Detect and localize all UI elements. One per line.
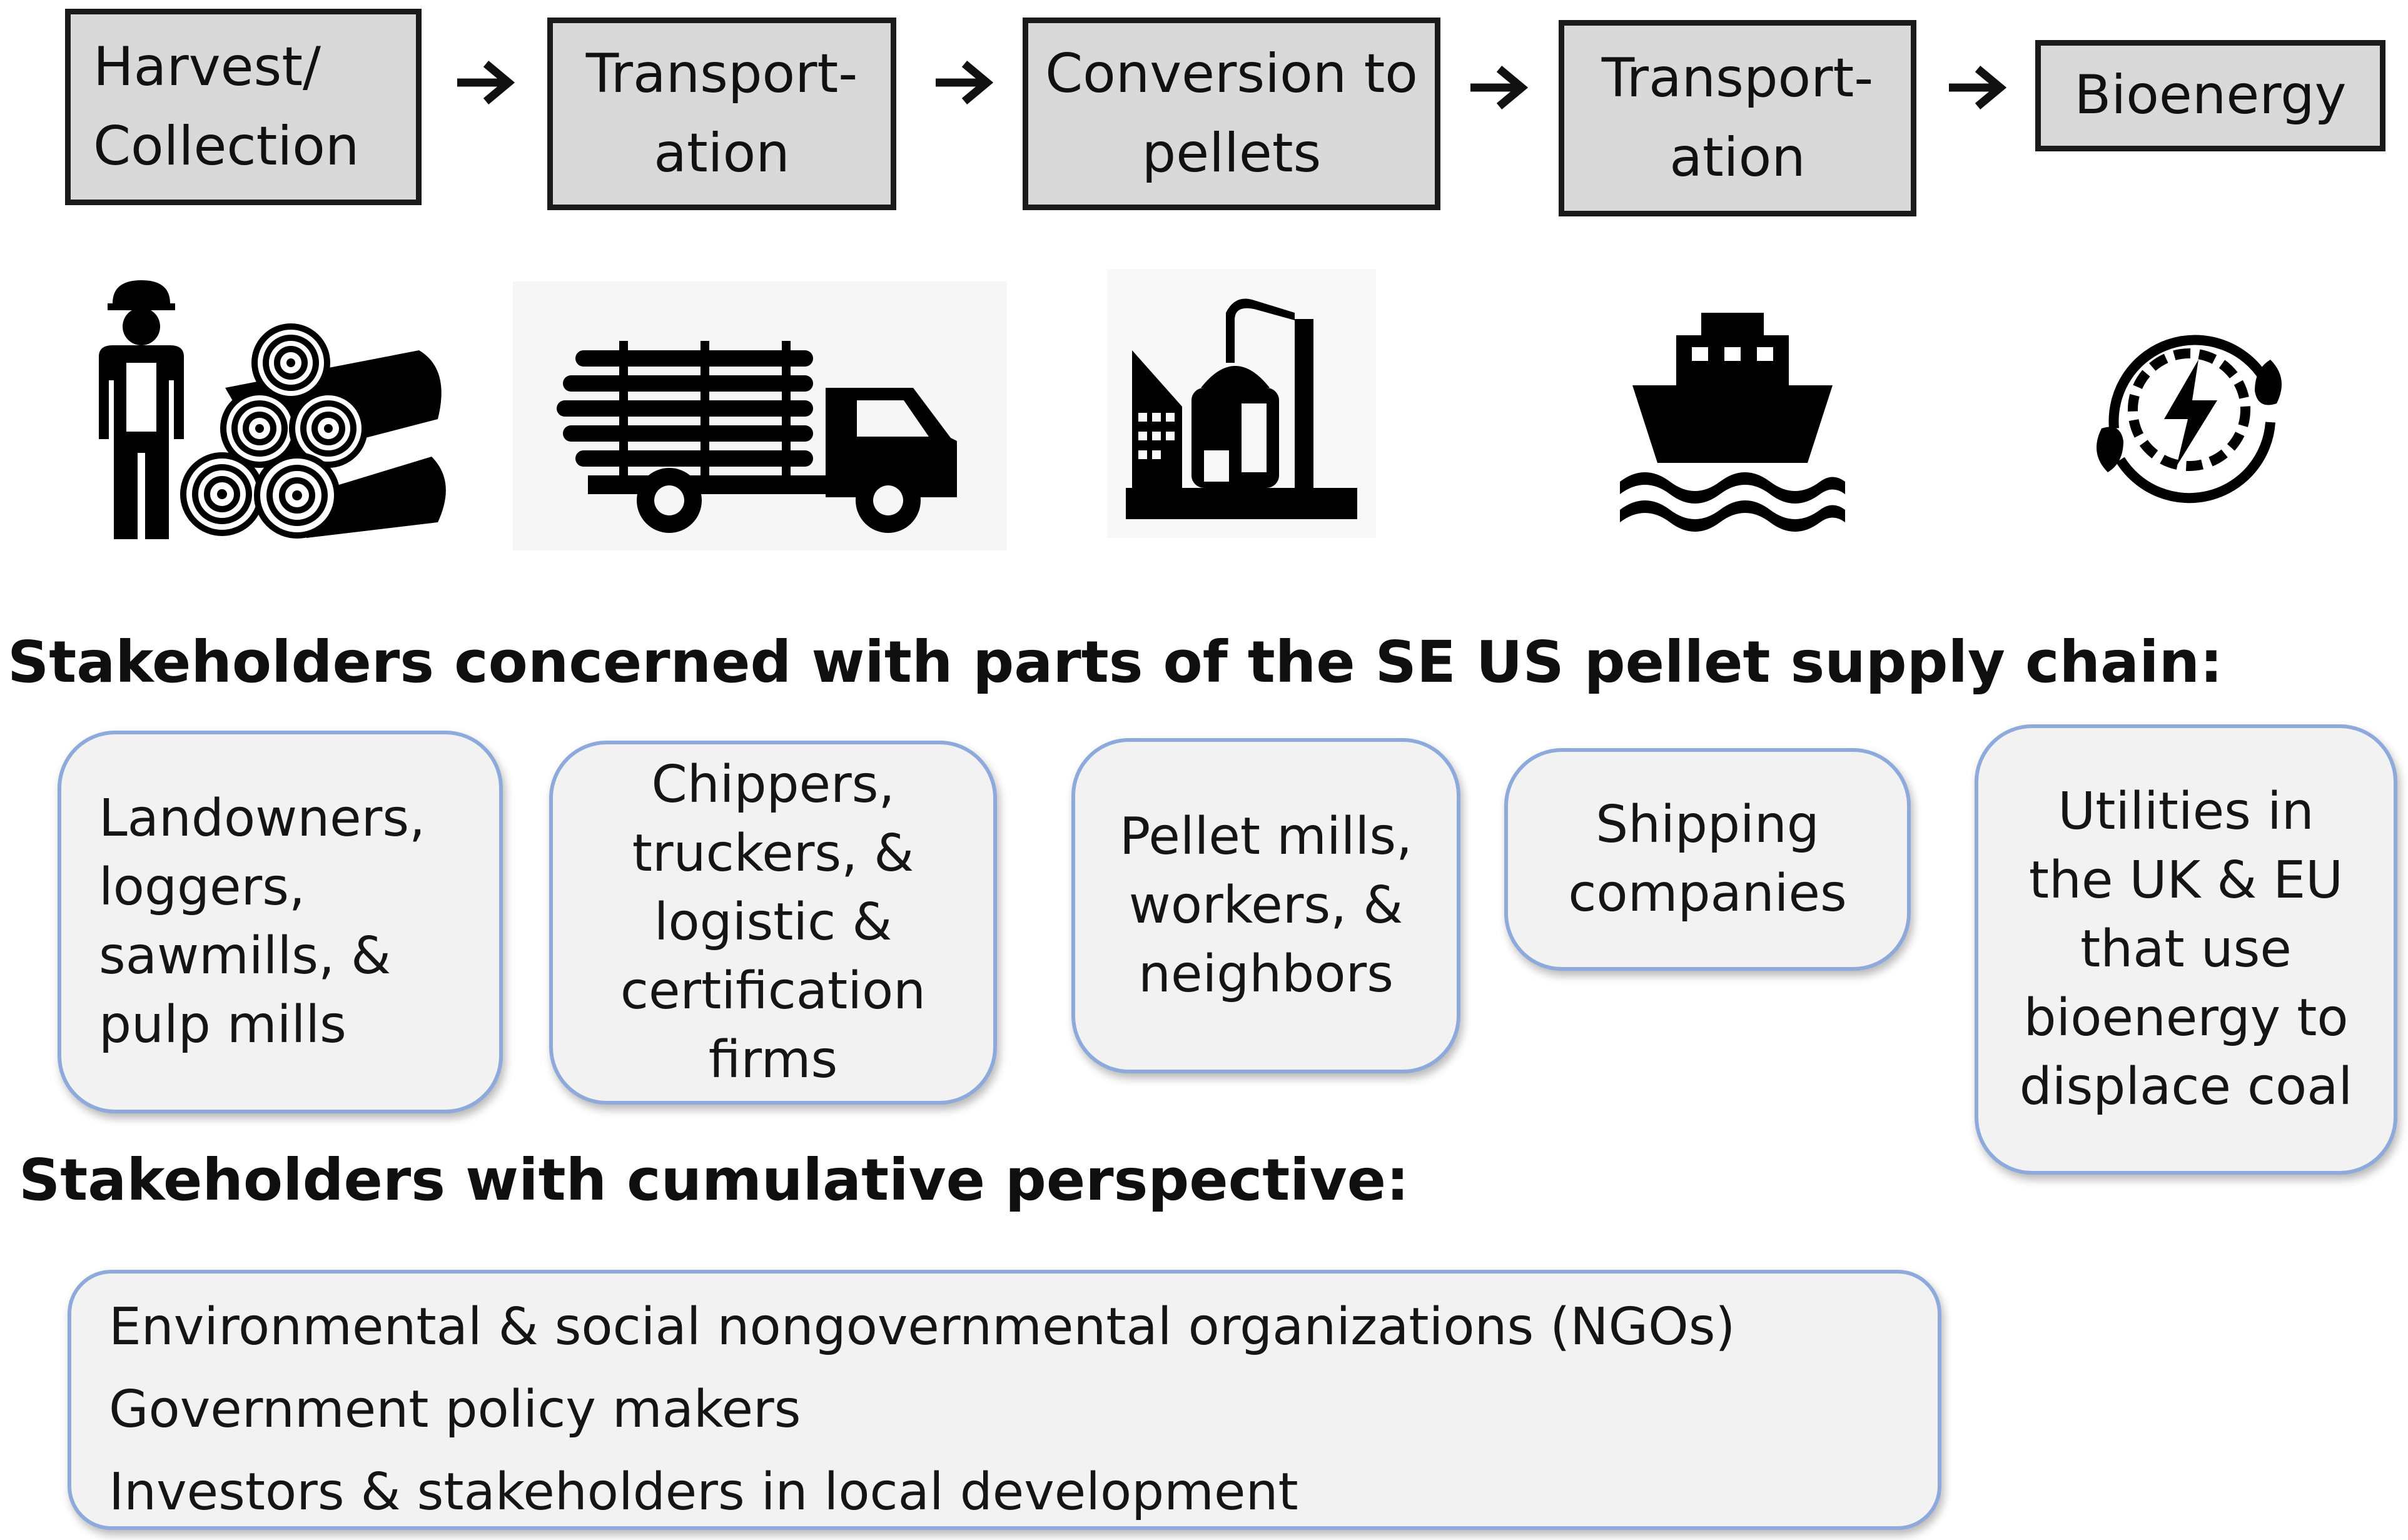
cumulative-stakeholder-investors: Investors & stakeholders in local develo…: [109, 1462, 1298, 1522]
heading-stakeholders-parts: Stakeholders concerned with parts of the…: [8, 629, 2223, 696]
stakeholder-group-utilities: Utilities in the UK & EU that use bioene…: [1975, 724, 2397, 1175]
right-arrow-icon: [1470, 66, 1529, 109]
heading-stakeholders-cumulative: Stakeholders with cumulative perspective…: [19, 1147, 1409, 1213]
cargo-ship-icon: [1620, 313, 1845, 532]
right-arrow-icon: [457, 61, 515, 104]
stage-harvest-collection: Harvest/ Collection: [65, 9, 422, 205]
logging-truck-icon: [513, 281, 1007, 550]
cumulative-stakeholder-government: Government policy makers: [109, 1380, 801, 1439]
stakeholder-group-transport: Chippers, truckers, & logistic & certifi…: [549, 741, 997, 1105]
renewable-energy-icon: [2097, 335, 2282, 504]
stakeholder-group-harvest: Landowners, loggers, sawmills, & pulp mi…: [58, 731, 503, 1113]
worker-and-logs-icon: [99, 280, 446, 539]
right-arrow-icon: [1949, 66, 2007, 109]
stage-transportation-1: Transport- ation: [547, 18, 896, 210]
stage-bioenergy: Bioenergy: [2035, 40, 2385, 151]
right-arrow-icon: [936, 61, 994, 104]
cumulative-stakeholder-ngos: Environmental & social nongovernmental o…: [109, 1297, 1736, 1357]
stage-conversion-to-pellets: Conversion to pellets: [1023, 18, 1440, 210]
cumulative-stakeholders-box: Environmental & social nongovernmental o…: [68, 1270, 1941, 1530]
pellet-mill-icon: [1107, 269, 1376, 538]
stage-transportation-2: Transport- ation: [1559, 20, 1916, 216]
stakeholder-group-pellet-mills: Pellet mills, workers, & neighbors: [1071, 738, 1460, 1073]
stakeholder-group-shipping: Shipping companies: [1504, 748, 1911, 971]
